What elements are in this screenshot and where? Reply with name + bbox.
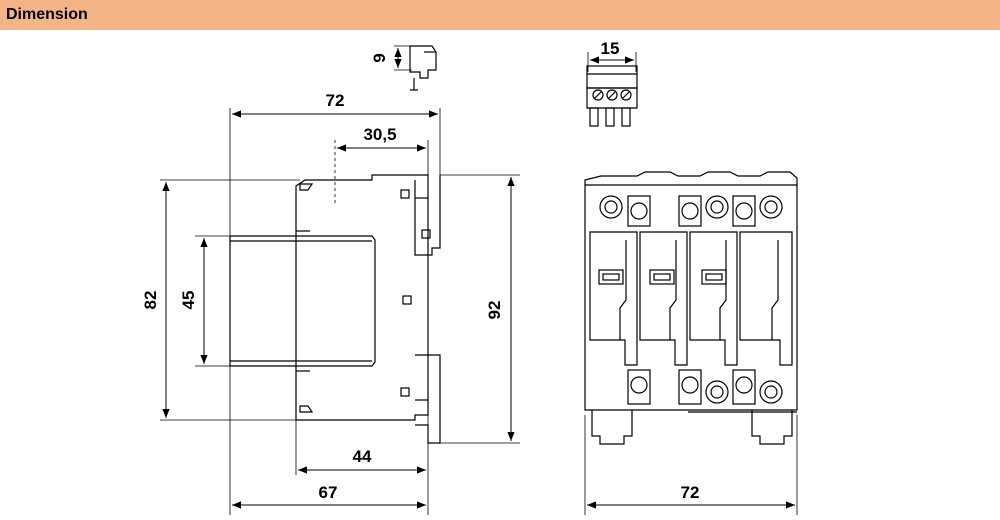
section-title: Dimension (6, 6, 88, 23)
dim-side-height-total: 92 (485, 301, 504, 320)
front-view (584, 171, 798, 515)
dim-connector-height: 9 (370, 53, 389, 62)
dim-front-width: 72 (681, 483, 700, 502)
connector-side-view (394, 45, 437, 91)
dim-side-bottom-total: 67 (319, 483, 338, 502)
side-view-dimensions (162, 110, 515, 509)
connector-front-view (586, 52, 638, 127)
section-header: Dimension (0, 0, 1000, 30)
dim-side-top-width: 72 (326, 91, 345, 110)
dim-side-bottom-inner: 44 (353, 447, 372, 466)
dim-side-height-inner: 45 (179, 291, 198, 310)
dim-side-height-outer: 82 (141, 291, 160, 310)
side-view (160, 108, 520, 515)
dim-connector-width: 15 (601, 39, 620, 58)
dim-side-offset: 30,5 (363, 125, 396, 144)
dimension-drawing: 72 30,5 82 45 92 44 67 9 15 (141, 39, 798, 515)
